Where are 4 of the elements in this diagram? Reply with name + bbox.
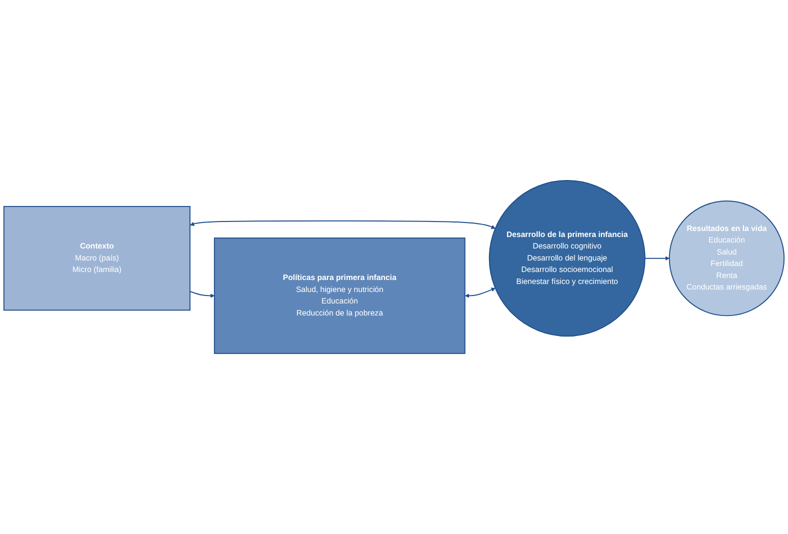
arrow: [190, 290, 215, 298]
arrow: [464, 288, 496, 298]
arrow: [190, 220, 496, 229]
arrow: [644, 256, 670, 260]
